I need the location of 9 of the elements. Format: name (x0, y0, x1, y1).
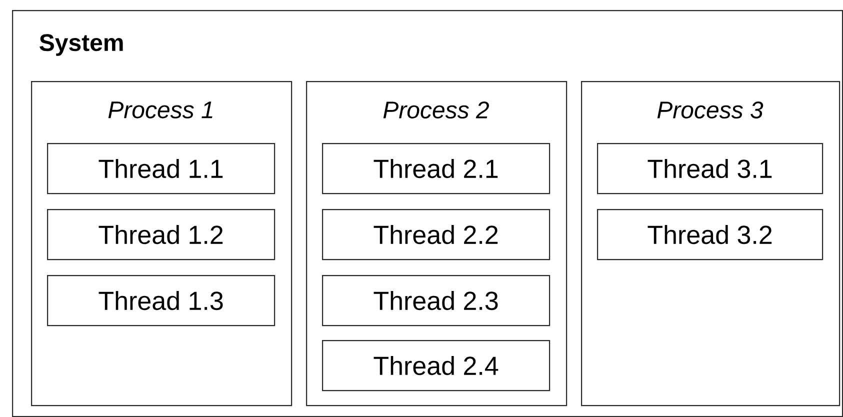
thread-box: Thread 2.4 (322, 340, 550, 392)
thread-box: Thread 1.1 (47, 142, 276, 194)
thread-box: Thread 1.2 (47, 208, 276, 260)
thread-box: Thread 3.2 (597, 208, 824, 260)
thread-box: Thread 2.2 (322, 208, 550, 260)
thread-box: Thread 3.1 (597, 142, 824, 194)
thread-box: Thread 2.1 (322, 142, 550, 194)
thread-box: Thread 2.3 (322, 274, 550, 326)
thread-box: Thread 1.3 (47, 274, 276, 326)
